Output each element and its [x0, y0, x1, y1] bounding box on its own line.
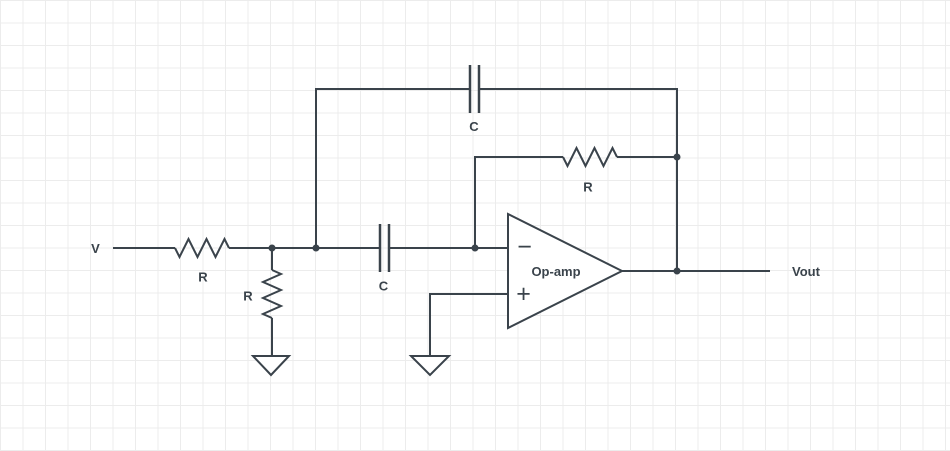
capacitor-series[interactable]: C	[378, 224, 391, 294]
noninverting-wire	[429, 293, 508, 356]
junction-dot	[673, 267, 681, 275]
opamp[interactable]: − + Op-amp	[507, 212, 625, 330]
resistor-shunt-label: R	[243, 289, 253, 304]
capacitor-series-label: C	[379, 279, 389, 294]
junction-dot	[268, 244, 276, 252]
opamp-triangle	[507, 212, 625, 330]
resistor-input-label: R	[198, 270, 208, 285]
resistor-zigzag	[174, 236, 230, 260]
resistor-input[interactable]: R	[174, 236, 230, 285]
opamp-label: Op-amp	[531, 264, 580, 279]
resistor-shunt[interactable]: R	[243, 248, 284, 356]
input-source-label: V	[91, 241, 100, 256]
junction-dot	[471, 244, 479, 252]
resistor-zigzag	[260, 269, 284, 319]
feedback-r-wire-left	[474, 156, 563, 248]
capacitor-feedback-label: C	[469, 119, 479, 134]
resistor-feedback[interactable]: R	[474, 145, 677, 248]
junction-dot	[673, 153, 681, 161]
noninverting-input-icon: +	[516, 280, 531, 308]
input-source[interactable]: V	[91, 241, 175, 256]
ground-symbol-left[interactable]	[250, 355, 292, 377]
resistor-zigzag	[562, 145, 618, 169]
feedback-wire-left	[315, 88, 470, 248]
resistor-feedback-label: R	[583, 180, 593, 195]
inverting-input-icon: −	[517, 233, 532, 261]
output-net[interactable]: Vout	[622, 264, 821, 279]
feedback-wire-right	[479, 88, 678, 271]
capacitor-feedback[interactable]: C	[315, 65, 678, 271]
junction-dot	[312, 244, 320, 252]
ground-symbol-right[interactable]	[408, 355, 452, 377]
noninverting-ground-net[interactable]	[429, 293, 508, 356]
output-label: Vout	[792, 264, 821, 279]
